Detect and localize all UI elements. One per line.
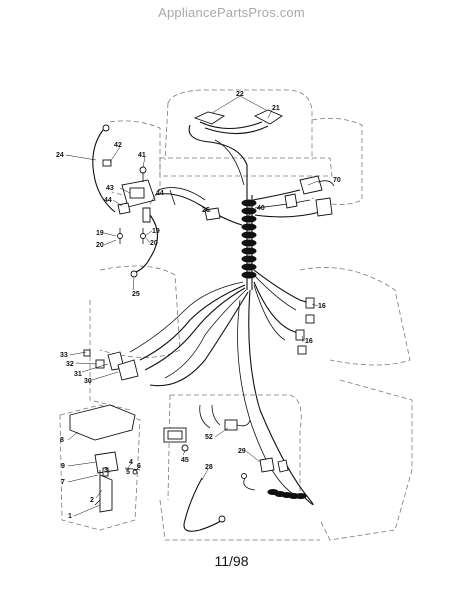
callout-28: 28	[205, 464, 213, 471]
battery-assembly	[69, 404, 226, 532]
callout-42: 42	[114, 142, 122, 149]
callout-45: 45	[181, 457, 189, 464]
callout-70: 70	[333, 177, 341, 184]
callout-3: 3	[104, 467, 108, 474]
callout-31: 31	[74, 371, 82, 378]
callout-33: 33	[60, 352, 68, 359]
callout-22: 22	[236, 91, 244, 98]
callout-6: 6	[137, 463, 141, 470]
callout-16-upper: 16	[318, 303, 326, 310]
tractor-outline	[59, 89, 413, 541]
callout-9: 9	[61, 463, 65, 470]
ignition-harness	[83, 281, 249, 387]
callout-43: 43	[106, 185, 114, 192]
rear-harness	[237, 289, 314, 506]
callout-20-right: 20	[150, 240, 158, 247]
callout-16-lower: 16	[305, 338, 313, 345]
solenoid-assembly	[92, 124, 243, 278]
callout-7: 7	[61, 479, 65, 486]
seat-switch-harness	[253, 269, 315, 355]
callout-1: 1	[68, 513, 72, 520]
callout-26: 26	[202, 207, 210, 214]
callout-5: 5	[126, 469, 130, 476]
callout-2: 2	[90, 497, 94, 504]
callout-41: 41	[138, 152, 146, 159]
callout-20-left: 20	[96, 242, 104, 249]
callout-29: 29	[238, 448, 246, 455]
callout-leaders	[65, 95, 319, 517]
pto-connectors	[163, 404, 251, 452]
right-side-wiring	[252, 175, 335, 218]
page-number: 11/98	[214, 553, 249, 569]
callout-44-right: 44	[156, 190, 164, 197]
callout-30: 30	[84, 378, 92, 385]
callout-52: 52	[205, 434, 213, 441]
callout-25: 25	[132, 291, 140, 298]
callout-21: 21	[272, 105, 280, 112]
callout-44-left: 44	[104, 197, 112, 204]
callout-24: 24	[56, 152, 64, 159]
watermark: AppliancePartsPros.com	[158, 5, 305, 20]
callout-labels: 22 21 24 42 41 43 44 44 40 70 26 19 20 1…	[56, 91, 341, 520]
callout-8: 8	[60, 437, 64, 444]
callout-4: 4	[129, 459, 133, 466]
callout-32: 32	[66, 361, 74, 368]
main-harness-coil	[241, 195, 257, 290]
callout-40: 40	[257, 205, 265, 212]
callout-19-right: 19	[152, 228, 160, 235]
headlight-harness	[188, 109, 283, 195]
callout-19-left: 19	[96, 230, 104, 237]
